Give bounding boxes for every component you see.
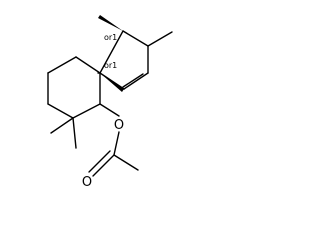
stereo-label-spiro-center: or1 bbox=[104, 61, 117, 70]
molecule-structure: O O or1 or1 bbox=[47, 15, 173, 190]
bond-carbonyl-methyl bbox=[113, 154, 139, 171]
carbonyl-oxygen-label: O bbox=[82, 175, 92, 190]
bond-gem-methyl-down bbox=[72, 117, 77, 149]
cyclohexane-ring bbox=[47, 56, 101, 119]
gem-dimethyl bbox=[50, 117, 77, 149]
bond-gemdimethyl-choac bbox=[72, 103, 101, 119]
bond-spiro-methylcarbon bbox=[99, 30, 124, 74]
bond-c1-c2 bbox=[47, 56, 77, 74]
wedge-bond-spiro bbox=[100, 73, 124, 92]
bond-gem-methyl-left bbox=[50, 117, 74, 134]
bond-ring-ester-oxygen bbox=[99, 103, 120, 117]
bond-ester-oxygen-carbonyl bbox=[113, 131, 120, 156]
stereo-label-methyl-center: or1 bbox=[104, 33, 117, 42]
bond-spiro-c1 bbox=[75, 56, 101, 74]
bond-carbonyl-oxygen bbox=[92, 154, 115, 177]
upper-ring-methyls bbox=[98, 15, 173, 47]
bond-alkene bbox=[123, 72, 149, 90]
bond-alkene-methyl bbox=[147, 31, 173, 47]
bond-alkene-inner bbox=[122, 73, 144, 88]
bond-c3-gemdimethyl bbox=[47, 103, 74, 119]
bond-methylcarbon-ch2 bbox=[122, 30, 149, 47]
acetate-group bbox=[88, 103, 139, 177]
bond-carbonyl-oxygen-inner bbox=[88, 150, 111, 173]
wedge-bond-methyl bbox=[98, 15, 123, 31]
ester-oxygen-label: O bbox=[114, 118, 124, 133]
